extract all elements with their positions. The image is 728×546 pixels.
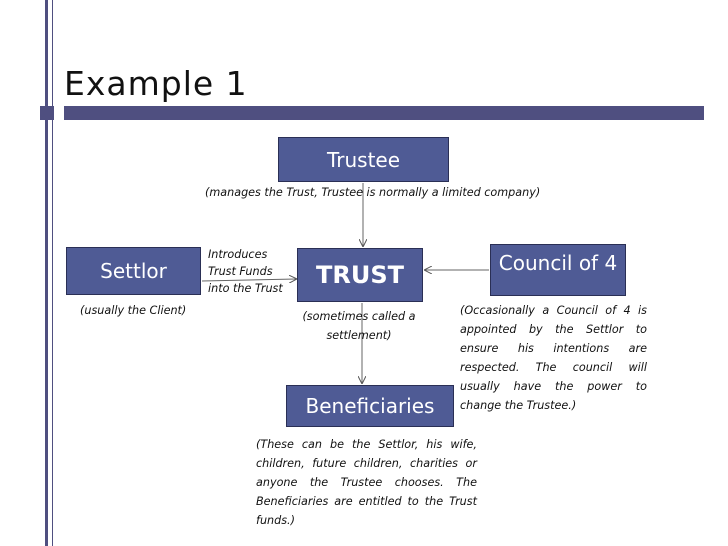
title-bar xyxy=(64,106,704,120)
slide-title: Example 1 xyxy=(64,64,248,103)
council-note: (Occasionally a Council of 4 is appointe… xyxy=(460,304,647,412)
settlor-box: Settlor xyxy=(66,247,201,295)
settlor-note: (usually the Client) xyxy=(80,304,187,317)
trust-box: TRUST xyxy=(297,248,423,302)
trust-label: TRUST xyxy=(316,261,404,289)
introduces-note: Introduces Trust Funds into the Trust xyxy=(208,248,283,295)
trustee-label: Trustee xyxy=(326,147,401,172)
left-accent-line xyxy=(45,0,48,546)
beneficiaries-box: Beneficiaries xyxy=(286,385,454,427)
beneficiaries-note: (These can be the Settlor, his wife, chi… xyxy=(256,438,477,527)
trustee-note: (manages the Trust, Trustee is normally … xyxy=(205,186,541,199)
council-box: Council of 4 xyxy=(490,244,626,296)
settlor-label: Settlor xyxy=(100,259,167,283)
council-label: Council of 4 xyxy=(498,251,618,275)
left-accent-line-thin xyxy=(52,0,53,546)
title-accent-square xyxy=(40,106,54,120)
trustee-box: Trustee xyxy=(278,137,449,182)
beneficiaries-label: Beneficiaries xyxy=(305,394,435,418)
trust-note: (sometimes called a settlement) xyxy=(302,310,416,342)
